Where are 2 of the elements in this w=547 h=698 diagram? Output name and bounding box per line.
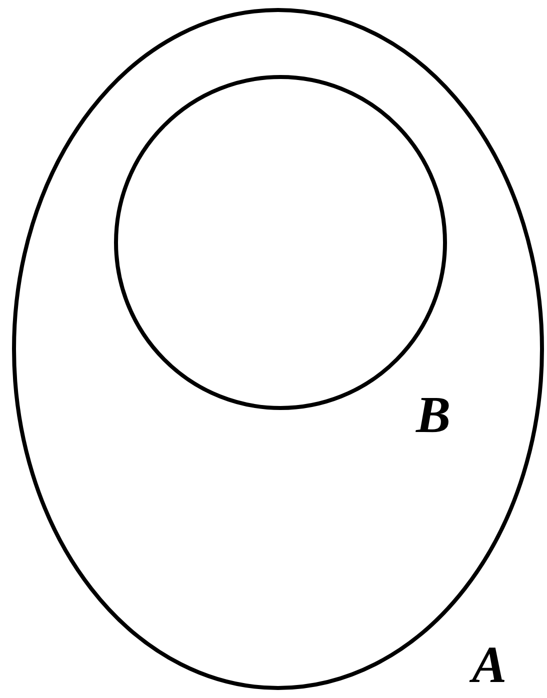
set-ellipse (12, 8, 544, 690)
set-label: B (416, 390, 451, 442)
